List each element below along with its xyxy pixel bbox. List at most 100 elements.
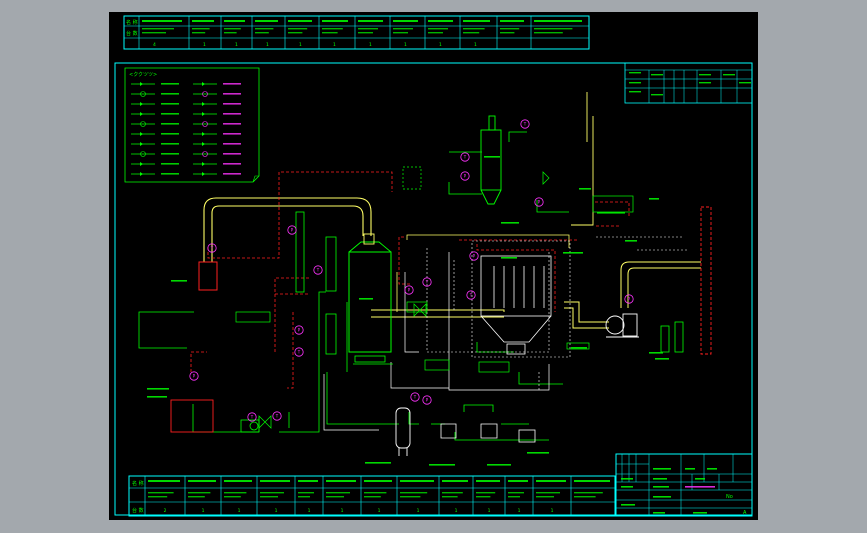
legend-symbol-icon <box>140 112 143 116</box>
bottom-table-count: 1 <box>308 508 311 514</box>
instrument-bubble <box>520 119 530 129</box>
spec-scribble <box>142 28 174 30</box>
legend-symbol-icon <box>140 82 143 86</box>
instrument-bubble <box>469 251 479 261</box>
spec-scribble <box>298 492 314 494</box>
spec-scribble <box>476 492 496 494</box>
title-block-scribble <box>653 478 667 480</box>
header-scribble <box>358 20 383 22</box>
air-heater <box>198 261 218 291</box>
label-scribble <box>655 358 669 360</box>
spec-scribble <box>148 496 168 498</box>
spec-scribble <box>192 32 206 34</box>
bottom-table-count: 1 <box>518 508 521 514</box>
legend-caption-scribble <box>161 83 179 85</box>
spec-scribble <box>288 28 308 30</box>
legend-symbol-icon <box>202 151 208 157</box>
header-scribble <box>255 20 278 22</box>
spec-scribble <box>224 492 247 494</box>
instrument-tag: T <box>250 415 254 420</box>
feed-columns <box>295 211 337 355</box>
bottom-table-count: 1 <box>455 508 458 514</box>
spec-scribble <box>322 28 343 30</box>
spec-scribble <box>508 492 524 494</box>
spec-scribble <box>463 32 480 34</box>
header-scribble <box>400 480 434 482</box>
label-scribble <box>147 396 167 398</box>
title-block-scribble <box>653 486 669 488</box>
spec-scribble <box>364 496 381 498</box>
instrument-tag: T <box>275 414 279 419</box>
bottom-table-count: 1 <box>341 508 344 514</box>
info-scribble <box>699 74 711 76</box>
header-scribble <box>188 480 216 482</box>
top-table-count: 1 <box>404 42 407 48</box>
legend-symbol-icon <box>140 91 146 97</box>
spec-scribble <box>326 496 344 498</box>
bottom-table-row-label-name: 名 称 <box>132 480 144 487</box>
spec-scribble <box>255 32 269 34</box>
info-scribble <box>651 74 663 76</box>
instrument-tag: T <box>469 293 473 298</box>
hot-air-ducts <box>203 92 701 329</box>
spec-scribble <box>393 32 408 34</box>
instrument-bubble <box>460 152 470 162</box>
receiver-tank <box>395 407 411 456</box>
spec-scribble <box>536 492 560 494</box>
instrument-bubble <box>313 265 323 275</box>
spec-scribble <box>188 496 205 498</box>
title-block-scribble <box>695 478 705 480</box>
legend-symbol-icon <box>140 172 143 176</box>
bottom-table-count: 1 <box>202 508 205 514</box>
spec-scribble <box>536 496 554 498</box>
spec-scribble <box>364 492 387 494</box>
spec-scribble <box>534 28 573 30</box>
instrument-bubble <box>294 325 304 335</box>
label-scribble <box>579 188 591 190</box>
spec-scribble <box>534 32 563 34</box>
legend-symbol-icon <box>202 162 205 166</box>
header-scribble <box>192 20 214 22</box>
instrument-bubble <box>404 285 414 295</box>
legend-box: <ククツツ> <box>124 67 260 183</box>
legend-caption-scribble <box>223 133 241 135</box>
info-scribble <box>651 94 663 96</box>
top-table-count: 1 <box>333 42 336 48</box>
legend-symbol-icon <box>140 102 143 106</box>
spec-scribble <box>358 28 378 30</box>
label-scribble <box>487 464 511 466</box>
spray-dryer-tower <box>348 233 393 365</box>
bottom-table-count: 1 <box>378 508 381 514</box>
spec-scribble <box>224 32 237 34</box>
legend-caption-scribble <box>161 173 179 175</box>
header-scribble <box>322 20 348 22</box>
header-scribble <box>148 480 180 482</box>
legend-symbol-icon <box>140 151 146 157</box>
legend-caption-scribble <box>223 173 241 175</box>
spec-scribble <box>288 32 303 34</box>
title-block-scribble <box>653 468 671 470</box>
spec-scribble <box>574 496 596 498</box>
legend-caption-scribble <box>223 83 241 85</box>
spec-scribble <box>400 492 428 494</box>
feed-tank <box>170 399 214 433</box>
header-scribble <box>364 480 392 482</box>
title-block-scribble <box>621 486 633 488</box>
label-scribble <box>571 347 587 349</box>
label-scribble <box>649 198 659 200</box>
spec-scribble <box>260 492 284 494</box>
header-scribble <box>393 20 418 22</box>
title-block-no: No <box>726 494 733 500</box>
legend-symbol-icon <box>202 102 205 106</box>
title-block-scribble <box>621 478 633 480</box>
exhaust-fan <box>605 313 639 338</box>
label-scribble <box>484 156 500 158</box>
info-scribble <box>699 82 711 84</box>
instrument-tag: P <box>538 200 541 205</box>
label-scribble <box>365 462 391 464</box>
spec-scribble <box>500 32 515 34</box>
bottom-table-count: 1 <box>417 508 420 514</box>
